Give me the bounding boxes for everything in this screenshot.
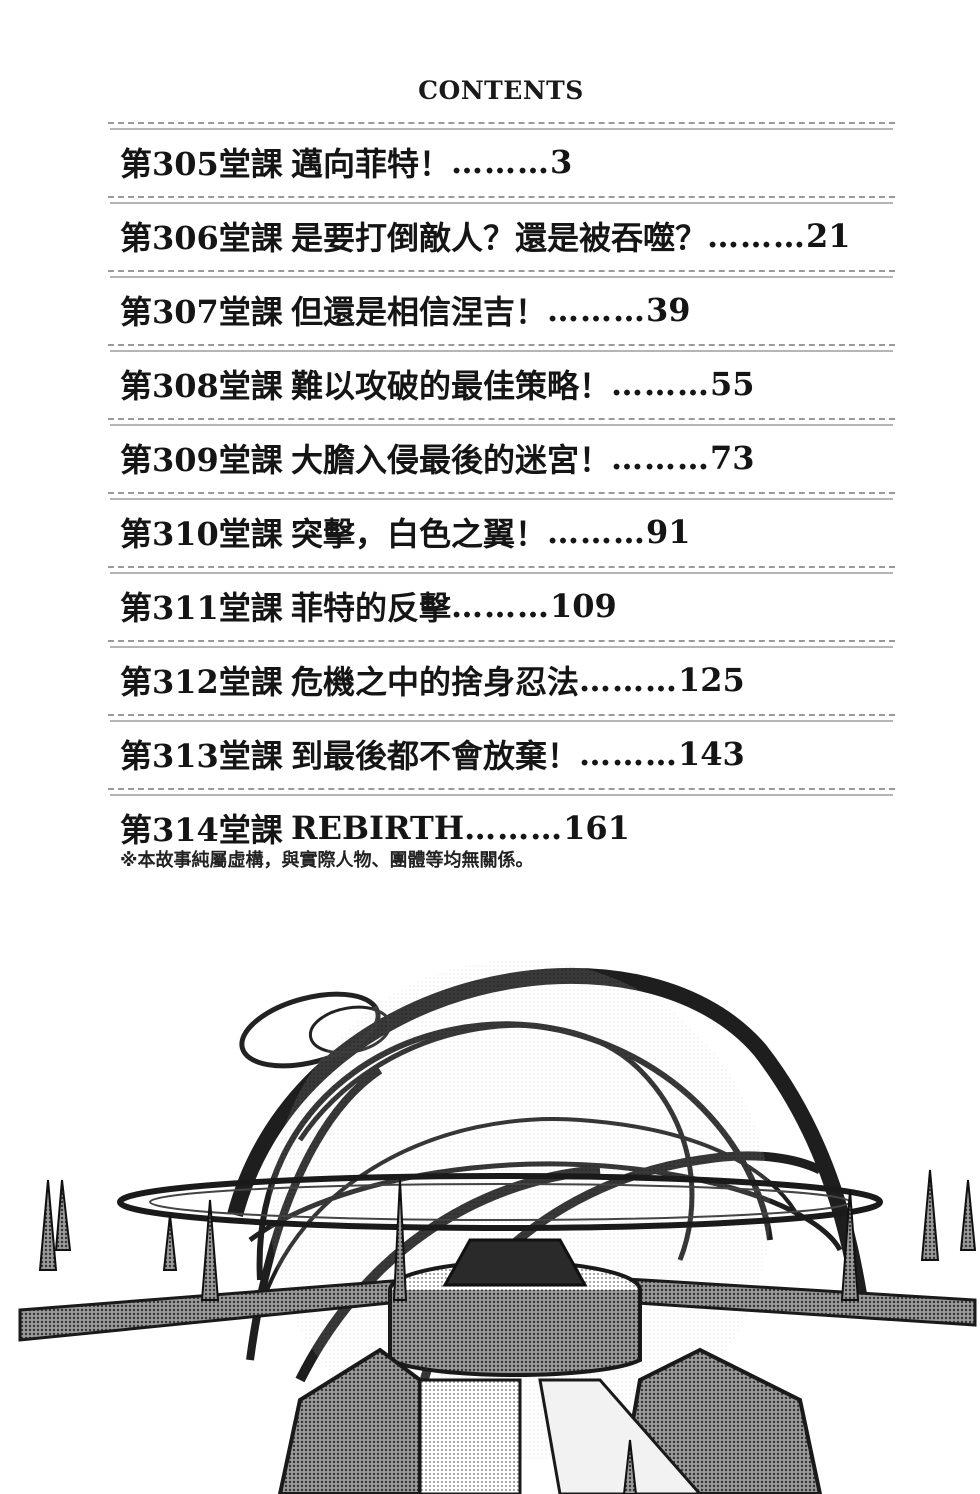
divider [108, 418, 895, 424]
toc-entry-312[interactable]: 第312堂課 危機之中的捨身忍法 ……… 125 [108, 646, 895, 714]
disclaimer-text: ※本故事純屬虛構，與實際人物、團體等均無關係。 [120, 850, 534, 871]
divider [108, 640, 895, 646]
chapter-number: 第307堂課 [120, 293, 283, 331]
divider [108, 196, 895, 202]
divider [108, 270, 895, 276]
dot-leader: ……… [547, 291, 647, 329]
dot-leader: ……… [707, 217, 807, 255]
page-number: 73 [710, 439, 755, 477]
page-number: 125 [678, 661, 745, 699]
chapter-title: 難以攻破的最佳策略！ [291, 367, 612, 405]
page-number: 39 [646, 291, 691, 329]
toc-entry-314[interactable]: 第314堂課 REBIRTH ……… 161 [108, 794, 895, 862]
toc-entry-308[interactable]: 第308堂課 難以攻破的最佳策略！ ……… 55 [108, 350, 895, 418]
table-of-contents: 第305堂課 邁向菲特！ ……… 3 第306堂課 是要打倒敵人？還是被吞噬？ … [108, 122, 895, 862]
chapter-title: 突擊，白色之翼！ [291, 515, 548, 553]
toc-entry-310[interactable]: 第310堂課 突擊，白色之翼！ ……… 91 [108, 498, 895, 566]
chapter-title: REBIRTH [291, 809, 465, 847]
dot-leader: ……… [451, 587, 551, 625]
chapter-title: 大膽入侵最後的迷宮！ [291, 441, 612, 479]
chapter-title: 菲特的反擊 [291, 589, 452, 627]
toc-entry-307[interactable]: 第307堂課 但還是相信涅吉！ ……… 39 [108, 276, 895, 344]
page-number: 161 [563, 809, 630, 847]
chapter-number: 第313堂課 [120, 737, 283, 775]
divider [108, 566, 895, 572]
toc-entry-311[interactable]: 第311堂課 菲特的反擊 ……… 109 [108, 572, 895, 640]
page-number: 3 [550, 143, 573, 181]
page-number: 21 [806, 217, 851, 255]
dot-leader: ……… [579, 735, 679, 773]
divider [108, 122, 895, 128]
page-number: 143 [678, 735, 745, 773]
armillary-sphere-illustration [18, 960, 977, 1494]
dot-leader: ……… [579, 661, 679, 699]
page-number: 55 [710, 365, 755, 403]
chapter-number: 第311堂課 [120, 589, 283, 627]
dot-leader: ……… [547, 513, 647, 551]
chapter-title: 但還是相信涅吉！ [291, 293, 548, 331]
page-number: 109 [550, 587, 617, 625]
chapter-title: 危機之中的捨身忍法 [291, 663, 580, 701]
dot-leader: ……… [451, 143, 551, 181]
divider [108, 492, 895, 498]
chapter-number: 第306堂課 [120, 219, 283, 257]
divider [108, 344, 895, 350]
chapter-title: 是要打倒敵人？還是被吞噬？ [291, 219, 708, 257]
dot-leader: ……… [611, 439, 711, 477]
chapter-number: 第310堂課 [120, 515, 283, 553]
page-number: 91 [646, 513, 691, 551]
chapter-number: 第312堂課 [120, 663, 283, 701]
chapter-number: 第314堂課 [120, 811, 283, 849]
toc-entry-305[interactable]: 第305堂課 邁向菲特！ ……… 3 [108, 128, 895, 196]
chapter-title: 到最後都不會放棄！ [291, 737, 580, 775]
toc-entry-306[interactable]: 第306堂課 是要打倒敵人？還是被吞噬？ ……… 21 [108, 202, 895, 270]
chapter-title: 邁向菲特！ [291, 145, 452, 183]
toc-entry-309[interactable]: 第309堂課 大膽入侵最後的迷宮！ ……… 73 [108, 424, 895, 492]
chapter-number: 第309堂課 [120, 441, 283, 479]
chapter-number: 第308堂課 [120, 367, 283, 405]
page-title: CONTENTS [418, 76, 584, 105]
chapter-number: 第305堂課 [120, 145, 283, 183]
toc-entry-313[interactable]: 第313堂課 到最後都不會放棄！ ……… 143 [108, 720, 895, 788]
divider [108, 788, 895, 794]
dot-leader: ……… [611, 365, 711, 403]
divider [108, 714, 895, 720]
dot-leader: ……… [464, 809, 564, 847]
